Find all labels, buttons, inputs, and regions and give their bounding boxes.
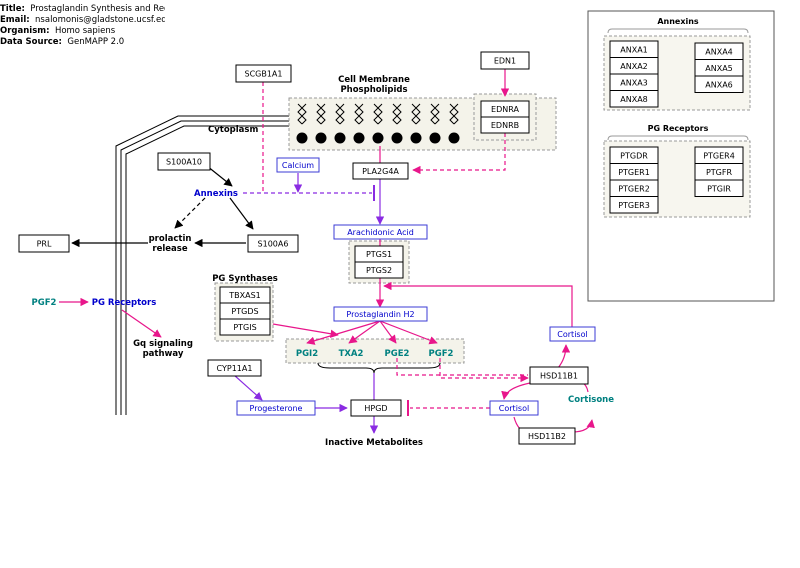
label-pg-receptors: PG Receptors [92,298,157,308]
label-cortisone: Cortisone [568,395,614,405]
gene-hsd11b2[interactable]: HSD11B2 [528,432,566,441]
gene-tbxas1[interactable]: TBXAS1 [228,291,261,300]
lipid-head [429,132,441,144]
metabolite-calcium[interactable]: Calcium [282,161,314,170]
label-release: release [152,244,187,254]
metabolite-pge2[interactable]: PGE2 [385,349,410,359]
label-pathway: pathway [143,349,184,359]
legend-gene-box [694,75,744,93]
gene-edn1[interactable]: EDN1 [494,57,516,66]
metabolite-txa2[interactable]: TXA2 [339,349,364,359]
legend-gene-anxa3[interactable]: ANXA3 [620,79,648,88]
gene-scgb1a1[interactable]: SCGB1A1 [244,70,282,79]
legend-gene-anxa6[interactable]: ANXA6 [705,81,733,90]
gene-ptgds[interactable]: PTGDS [231,307,258,316]
legend-gene-ptgdr[interactable]: PTGDR [620,152,648,161]
lipid-head [372,132,384,144]
legend-gene-ptger4[interactable]: PTGER4 [703,152,735,161]
gene-s100a6[interactable]: S100A6 [258,240,289,249]
gene-s100a10[interactable]: S100A10 [166,158,202,167]
legend-gene-anxa2[interactable]: ANXA2 [620,62,648,71]
label-cell-membrane: Cell Membrane [338,75,410,85]
metabolite-pgf2[interactable]: PGF2 [429,349,454,359]
gene-boxes [18,51,589,445]
legend-gene-ptger3[interactable]: PTGER3 [618,201,650,210]
lipid-head [296,132,308,144]
lipid-head [353,132,365,144]
header-data-source: Data Source: GenMAPP 2.0 [0,37,125,47]
legend-gene-ptger2[interactable]: PTGER2 [618,185,650,194]
legend-gene-box [609,90,659,108]
label-prolactin: prolactin [149,234,192,244]
metabolite-prostaglandin-h2[interactable]: Prostaglandin H2 [346,310,414,319]
legend-receptors-bracket [607,135,749,141]
header-title: Title: Prostaglandin Synthesis and Reg [0,4,165,14]
lipid-head [410,132,422,144]
lipid-tail [297,103,307,125]
gene-ptgs2[interactable]: PTGS2 [366,266,392,275]
legend-gene-box [609,196,659,214]
legend-annexins-bracket [607,28,749,34]
metabolite-cortisol-top[interactable]: Cortisol [557,330,587,339]
metabolite-cortisol-bottom[interactable]: Cortisol [499,404,529,413]
gene-cyp11a1[interactable]: CYP11A1 [217,364,253,373]
gene-ptgs1[interactable]: PTGS1 [366,250,392,259]
header-email: Email: nsalomonis@gladstone.ucsf.edu [0,15,165,25]
legend-gene-box [694,179,744,197]
lipid-head [334,132,346,144]
label-inactive-metabolites: Inactive Metabolites [325,438,423,448]
metabolite-pgi2[interactable]: PGI2 [296,349,318,359]
prostaglandins-brace [317,362,441,374]
interaction-lines [59,69,595,434]
gene-pla2g4a[interactable]: PLA2G4A [362,167,399,176]
phospholipid-bilayer [296,103,460,144]
legend-gene-ptger1[interactable]: PTGER1 [618,168,650,177]
legend-gene-anxa8[interactable]: ANXA8 [620,95,648,104]
gene-ednrb[interactable]: EDNRB [491,121,519,130]
legend-gene-ptgfr[interactable]: PTGFR [706,168,733,177]
label-pgf2: PGF2 [32,298,57,308]
lipid-tail [373,103,383,125]
metabolite-boxes [236,157,596,416]
gene-ednra[interactable]: EDNRA [491,105,519,114]
lipid-head [448,132,460,144]
label-pg-synthases: PG Synthases [212,274,278,284]
gene-prl[interactable]: PRL [37,240,52,249]
legend-gene-ptgir[interactable]: PTGIR [707,185,731,194]
legend-gene-anxa5[interactable]: ANXA5 [705,64,733,73]
lipid-head [315,132,327,144]
label-annexins: Annexins [194,189,238,199]
label-cytoplasm: Cytoplasm [208,125,258,135]
lipid-tail [430,103,440,125]
gene-ptgis[interactable]: PTGIS [233,323,256,332]
lipid-tail [335,103,345,125]
legend-gene-anxa4[interactable]: ANXA4 [705,48,733,57]
label-gq-signaling: Gq signaling [133,339,193,349]
lipid-tail [411,103,421,125]
gene-hpgd[interactable]: HPGD [364,404,387,413]
legend-gene-anxa1[interactable]: ANXA1 [620,46,648,55]
lipid-tail [316,103,326,125]
gene-hsd11b1[interactable]: HSD11B1 [540,372,578,381]
lipid-tail [354,103,364,125]
metabolite-arachidonic-acid[interactable]: Arachidonic Acid [347,228,414,237]
lipid-tail [392,103,402,125]
metabolite-progesterone[interactable]: Progesterone [250,404,303,413]
label-phospholipids: Phospholipids [340,85,407,95]
lipid-head [391,132,403,144]
legend-receptors-title: PG Receptors [648,124,709,133]
legend-annexins-title: Annexins [657,17,699,26]
lipid-tail [449,103,459,125]
header-organism: Organism: Homo sapiens [0,26,116,36]
